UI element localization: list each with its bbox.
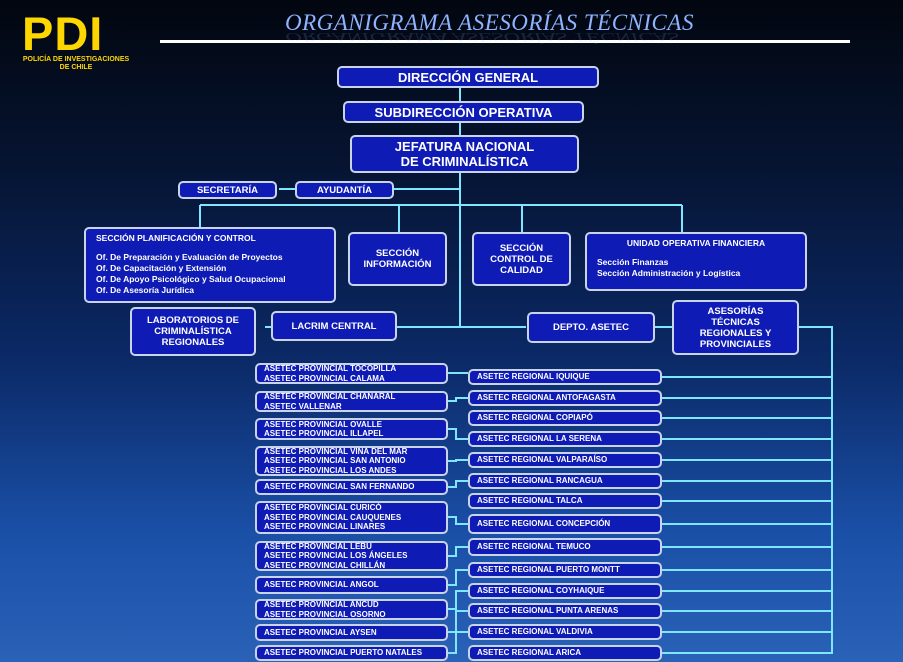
- regional-box[interactable]: ASETEC REGIONAL COYHAIQUE: [468, 583, 662, 599]
- planificacion-item: Of. De Preparación y Evaluación de Proye…: [96, 252, 283, 262]
- lacrim-central-box[interactable]: LACRIM CENTRAL: [271, 311, 397, 341]
- jefatura-line-2: DE CRIMINALÍSTICA: [400, 154, 529, 169]
- regional-box[interactable]: ASETEC REGIONAL ARICA: [468, 645, 662, 661]
- province-ties: [448, 372, 468, 654]
- provincial-name: ASETEC PROVINCIAL ILLAPEL: [264, 429, 384, 438]
- financiera-item: Sección Finanzas: [597, 257, 669, 267]
- provincial-name: ASETEC PROVINCIAL CAUQUENES: [264, 512, 402, 522]
- provincial-name: ASETEC PROVINCIAL ANGOL: [264, 580, 379, 590]
- laboratorios-line-2: CRIMINALÍSTICA: [154, 326, 232, 337]
- regional-box[interactable]: ASETEC REGIONAL VALPARAÍSO: [468, 452, 662, 468]
- regional-box[interactable]: ASETEC REGIONAL PUERTO MONTT: [468, 562, 662, 578]
- laboratorios-line-1: LABORATORIOS DE: [146, 315, 239, 326]
- provincial-name: ASETEC VALLENAR: [264, 401, 342, 411]
- provincial-name: ASETEC PROVINCIAL LOS ANDES: [264, 465, 397, 475]
- provincial-name: ASETEC PROVINCIAL SAN FERNANDO: [264, 482, 415, 492]
- informacion-line-2: INFORMACIÓN: [363, 259, 432, 270]
- regional-ties: [662, 376, 832, 633]
- regional-box[interactable]: ASETEC REGIONAL COPIAPÓ: [468, 410, 662, 426]
- logo-line-2: DE CHILE: [59, 64, 93, 71]
- provincial-name: ASETEC PROVINCIAL SAN ANTONIO: [264, 456, 406, 466]
- regional-box[interactable]: ASETEC REGIONAL ANTOFAGASTA: [468, 390, 662, 406]
- jefatura-nacional-box[interactable]: JEFATURA NACIONAL DE CRIMINALÍSTICA: [350, 135, 579, 173]
- planificacion-item: Of. De Capacitación y Extensión: [96, 263, 227, 273]
- planificacion-item: Of. De Asesoría Jurídica: [96, 285, 194, 295]
- regional-box[interactable]: ASETEC REGIONAL IQUIQUE: [468, 369, 662, 385]
- provincial-name: ASETEC PROVINCIAL CHAÑARAL: [264, 392, 396, 401]
- regional-box[interactable]: ASETEC REGIONAL TEMUCO: [468, 538, 662, 556]
- provincial-group-box[interactable]: ASETEC PROVINCIAL AYSEN: [255, 624, 448, 641]
- control-line-3: CALIDAD: [500, 264, 543, 276]
- depto-asetec-box[interactable]: DEPTO. ASETEC: [527, 312, 655, 343]
- regional-box[interactable]: ASETEC REGIONAL PUNTA ARENAS: [468, 603, 662, 619]
- regional-box[interactable]: ASETEC REGIONAL CONCEPCIÓN: [468, 514, 662, 534]
- planificacion-item: Of. De Apoyo Psicológico y Salud Ocupaci…: [96, 274, 286, 284]
- provincial-name: ASETEC PROVINCIAL PUERTO NATALES: [264, 648, 423, 658]
- asesorias-line-4: PROVINCIALES: [699, 338, 772, 350]
- financiera-item: Sección Administración y Logística: [597, 268, 741, 278]
- jefatura-line-1: JEFATURA NACIONAL: [394, 139, 535, 154]
- seccion-control-calidad-box[interactable]: SECCIÓN CONTROL DE CALIDAD: [472, 232, 571, 286]
- regional-box[interactable]: ASETEC REGIONAL VALDIVIA: [468, 624, 662, 640]
- regional-box[interactable]: ASETEC REGIONAL RANCAGUA: [468, 473, 662, 489]
- seccion-informacion-box[interactable]: SECCIÓN INFORMACIÓN: [348, 232, 447, 286]
- informacion-line-1: SECCIÓN: [375, 248, 420, 259]
- ayudantia-box[interactable]: AYUDANTÍA: [295, 181, 394, 199]
- provincial-name: ASETEC PROVINCIAL AYSEN: [264, 627, 377, 637]
- asesorias-line-1: ASESORÍAS: [707, 305, 764, 317]
- provincial-name: ASETEC PROVINCIAL OVALLE: [264, 419, 382, 429]
- provincial-name: ASETEC PROVINCIAL CURICÓ: [264, 503, 382, 513]
- provincial-name: ASETEC PROVINCIAL OSORNO: [264, 609, 386, 619]
- asesorias-line-3: REGIONALES Y: [699, 327, 772, 339]
- page-title: ORGANIGRAMA ASESORÍAS TÉCNICAS: [285, 10, 694, 35]
- provincial-name: ASETEC PROVINCIAL CALAMA: [264, 373, 385, 383]
- seccion-planificacion-box[interactable]: SECCIÓN PLANIFICACIÓN Y CONTROL Of. De P…: [84, 227, 336, 303]
- provincial-name: ASETEC PROVINCIAL VIÑA DEL MAR: [264, 446, 408, 456]
- control-line-1: SECCIÓN: [499, 242, 544, 254]
- regional-box[interactable]: ASETEC REGIONAL LA SERENA: [468, 431, 662, 447]
- laboratorios-regionales-box[interactable]: LABORATORIOS DE CRIMINALÍSTICA REGIONALE…: [130, 307, 256, 356]
- planificacion-title: SECCIÓN PLANIFICACIÓN Y CONTROL: [96, 233, 256, 243]
- asesorias-tecnicas-box[interactable]: ASESORÍAS TÉCNICAS REGIONALES Y PROVINCI…: [672, 300, 799, 355]
- logo-line-1: POLICÍA DE INVESTIGACIONES: [22, 56, 130, 63]
- financiera-title: UNIDAD OPERATIVA FINANCIERA: [626, 238, 766, 248]
- sections-bus: [199, 204, 683, 232]
- laboratorios-line-3: REGIONALES: [161, 337, 225, 348]
- provincial-name: ASETEC PROVINCIAL LINARES: [264, 522, 386, 532]
- provincial-name: ASETEC PROVINCIAL LOS ÁNGELES: [264, 551, 408, 561]
- logo-mark: PDI: [22, 7, 104, 60]
- asetec-bus: [655, 326, 833, 654]
- regional-box[interactable]: ASETEC REGIONAL TALCA: [468, 493, 662, 509]
- subdireccion-operativa-box[interactable]: SUBDIRECCIÓN OPERATIVA: [343, 101, 584, 123]
- provincial-group-box[interactable]: ASETEC PROVINCIAL ANGOL: [255, 576, 448, 594]
- provincial-group-box[interactable]: ASETEC PROVINCIAL PUERTO NATALES: [255, 645, 448, 661]
- provincial-name: ASETEC PROVINCIAL ANCUD: [264, 600, 379, 609]
- asesorias-line-2: TÉCNICAS: [711, 316, 760, 328]
- title-underline: [160, 40, 850, 43]
- provincial-name: ASETEC PROVINCIAL CHILLÁN: [264, 560, 386, 570]
- provincial-group-box[interactable]: ASETEC PROVINCIAL SAN FERNANDO: [255, 479, 448, 495]
- unidad-operativa-financiera-box[interactable]: UNIDAD OPERATIVA FINANCIERA Sección Fina…: [585, 232, 807, 291]
- direccion-general-box[interactable]: DIRECCIÓN GENERAL: [337, 66, 599, 88]
- secretaria-box[interactable]: SECRETARÍA: [178, 181, 277, 199]
- provincial-name: ASETEC PROVINCIAL TOCOPILLA: [264, 364, 397, 373]
- control-line-2: CONTROL DE: [490, 253, 553, 265]
- provincial-name: ASETEC PROVINCIAL LEBU: [264, 541, 372, 551]
- pdi-logo: PDI POLICÍA DE INVESTIGACIONES DE CHILE: [22, 7, 130, 72]
